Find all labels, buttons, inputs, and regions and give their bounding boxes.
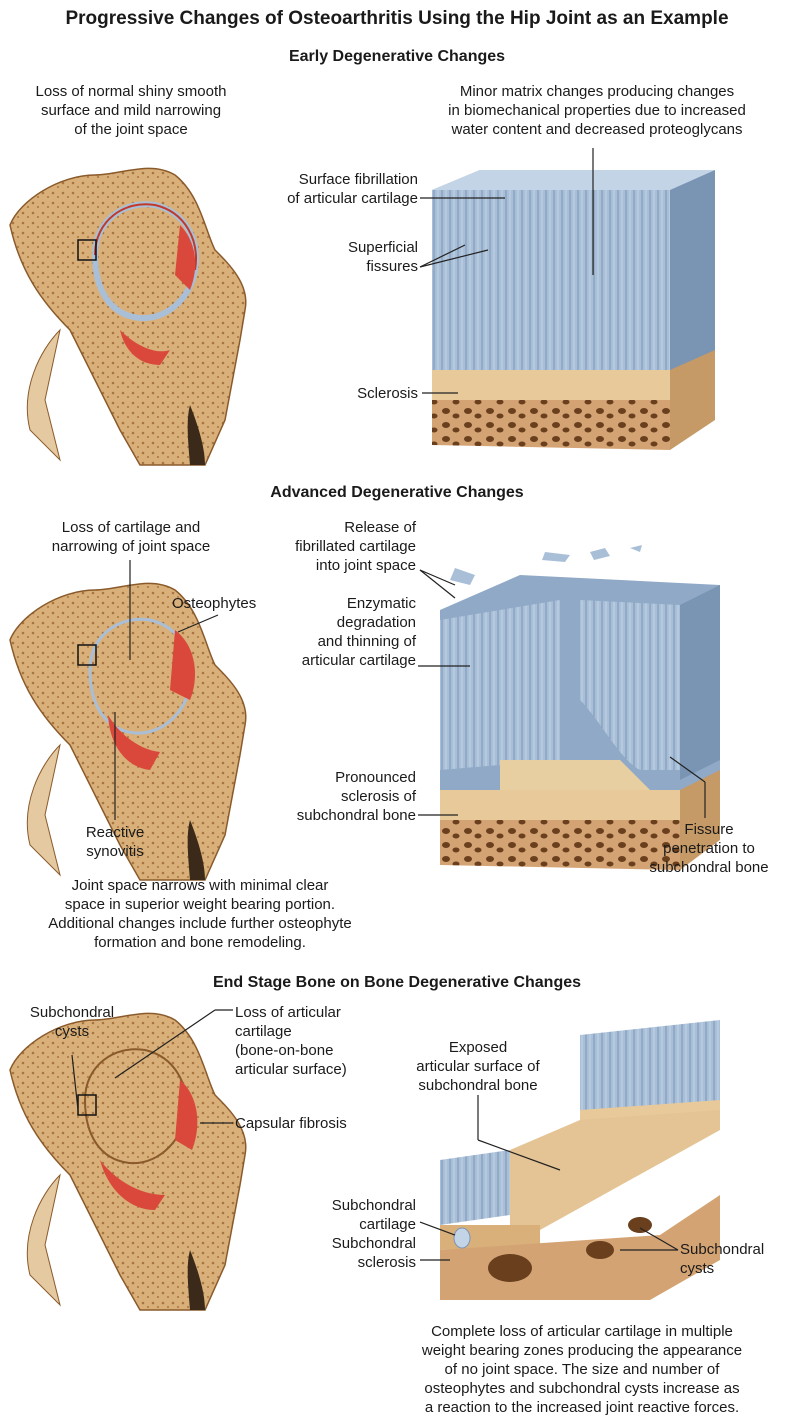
label-line: Subchondral xyxy=(10,1003,134,1022)
label-line: Superficial xyxy=(300,238,418,257)
early-caption-right: Minor matrix changes producing changes i… xyxy=(400,82,794,139)
advanced-caption-line: formation and bone remodeling. xyxy=(0,933,400,952)
label-subchondral-cysts-right: Subchondral cysts xyxy=(680,1240,764,1278)
heading-end: End Stage Bone on Bone Degenerative Chan… xyxy=(0,974,794,992)
label-line: into joint space xyxy=(250,556,416,575)
heading-early: Early Degenerative Changes xyxy=(0,48,794,66)
label-line: cartilage xyxy=(235,1022,347,1041)
label-line: fibrillated cartilage xyxy=(250,537,416,556)
label-line: articular surface of xyxy=(396,1057,560,1076)
end-caption-line: of no joint space. The size and number o… xyxy=(370,1360,794,1379)
label-line: (bone-on-bone xyxy=(235,1041,347,1060)
label-line: subchondral bone xyxy=(624,858,794,877)
label-release: Release of fibrillated cartilage into jo… xyxy=(250,518,416,575)
label-line: penetration to xyxy=(624,839,794,858)
early-caption-left-line: surface and mild narrowing xyxy=(0,101,262,120)
label-line: articular surface) xyxy=(235,1060,347,1079)
label-line: of articular cartilage xyxy=(230,189,418,208)
label-line: degradation xyxy=(250,613,416,632)
hip-joint-end xyxy=(10,1013,246,1310)
label-loss-articular-cartilage: Loss of articular cartilage (bone-on-bon… xyxy=(235,1003,347,1079)
advanced-caption-line: Additional changes include further osteo… xyxy=(0,914,400,933)
label-line: Loss of articular xyxy=(235,1003,347,1022)
label-line: cysts xyxy=(680,1259,764,1278)
end-caption-line: Complete loss of articular cartilage in … xyxy=(370,1322,794,1341)
label-reactive-synovitis: Reactive synovitis xyxy=(60,823,170,861)
end-caption-line: osteophytes and subchondral cysts increa… xyxy=(370,1379,794,1398)
early-caption-left-line: Loss of normal shiny smooth xyxy=(0,82,262,101)
label-capsular-fibrosis: Capsular fibrosis xyxy=(235,1114,347,1133)
label-line: Release of xyxy=(250,518,416,537)
early-caption-left-line: of the joint space xyxy=(0,120,262,139)
advanced-caption-line: Joint space narrows with minimal clear xyxy=(0,876,400,895)
early-caption-right-line: in biomechanical properties due to incre… xyxy=(400,101,794,120)
advanced-caption-line: space in superior weight bearing portion… xyxy=(0,895,400,914)
label-line: Sclerosis xyxy=(300,384,418,403)
label-line: subchondral bone xyxy=(250,806,416,825)
label-line: articular cartilage xyxy=(250,651,416,670)
label-line: cartilage xyxy=(296,1215,416,1234)
label-osteophytes: Osteophytes xyxy=(172,594,256,613)
label-line: sclerosis xyxy=(296,1253,416,1272)
end-caption-line: weight bearing zones producing the appea… xyxy=(370,1341,794,1360)
label-line: Subchondral xyxy=(680,1240,764,1259)
label-pronounced-sclerosis: Pronounced sclerosis of subchondral bone xyxy=(250,768,416,825)
early-caption-right-line: water content and decreased proteoglycan… xyxy=(400,120,794,139)
early-caption-left: Loss of normal shiny smooth surface and … xyxy=(0,82,262,139)
label-enzymatic: Enzymatic degradation and thinning of ar… xyxy=(250,594,416,670)
label-line: Subchondral xyxy=(296,1196,416,1215)
label-superficial-fissures: Superficial fissures xyxy=(300,238,418,276)
label-line: synovitis xyxy=(60,842,170,861)
label-line: Capsular fibrosis xyxy=(235,1114,347,1133)
label-sclerosis: Sclerosis xyxy=(300,384,418,403)
label-line: Osteophytes xyxy=(172,594,256,613)
early-caption-right-line: Minor matrix changes producing changes xyxy=(400,82,794,101)
label-fissure-penetration: Fissure penetration to subchondral bone xyxy=(624,820,794,877)
end-caption-line: a reaction to the increased joint reacti… xyxy=(370,1398,794,1417)
advanced-caption-left-line: narrowing of joint space xyxy=(0,537,262,556)
label-line: Fissure xyxy=(624,820,794,839)
label-line: Enzymatic xyxy=(250,594,416,613)
label-line: sclerosis of xyxy=(250,787,416,806)
label-line: and thinning of xyxy=(250,632,416,651)
label-subchondral-cysts-left: Subchondral cysts xyxy=(10,1003,134,1041)
label-line: cysts xyxy=(10,1022,134,1041)
label-line: Subchondral xyxy=(296,1234,416,1253)
label-subchondral-cartilage: Subchondral cartilage xyxy=(296,1196,416,1234)
label-line: fissures xyxy=(300,257,418,276)
advanced-caption-left: Loss of cartilage and narrowing of joint… xyxy=(0,518,262,556)
label-subchondral-sclerosis: Subchondral sclerosis xyxy=(296,1234,416,1272)
advanced-caption-bottom: Joint space narrows with minimal clear s… xyxy=(0,876,400,952)
hip-joint-early xyxy=(10,168,246,465)
label-line: Exposed xyxy=(396,1038,560,1057)
label-exposed-surface: Exposed articular surface of subchondral… xyxy=(396,1038,560,1095)
label-line: subchondral bone xyxy=(396,1076,560,1095)
heading-advanced: Advanced Degenerative Changes xyxy=(0,484,794,502)
label-line: Reactive xyxy=(60,823,170,842)
label-surface-fibrillation: Surface fibrillation of articular cartil… xyxy=(230,170,418,208)
advanced-caption-left-line: Loss of cartilage and xyxy=(0,518,262,537)
label-line: Pronounced xyxy=(250,768,416,787)
cartilage-block-early xyxy=(432,170,715,450)
label-line: Surface fibrillation xyxy=(230,170,418,189)
end-caption-bottom: Complete loss of articular cartilage in … xyxy=(370,1322,794,1417)
